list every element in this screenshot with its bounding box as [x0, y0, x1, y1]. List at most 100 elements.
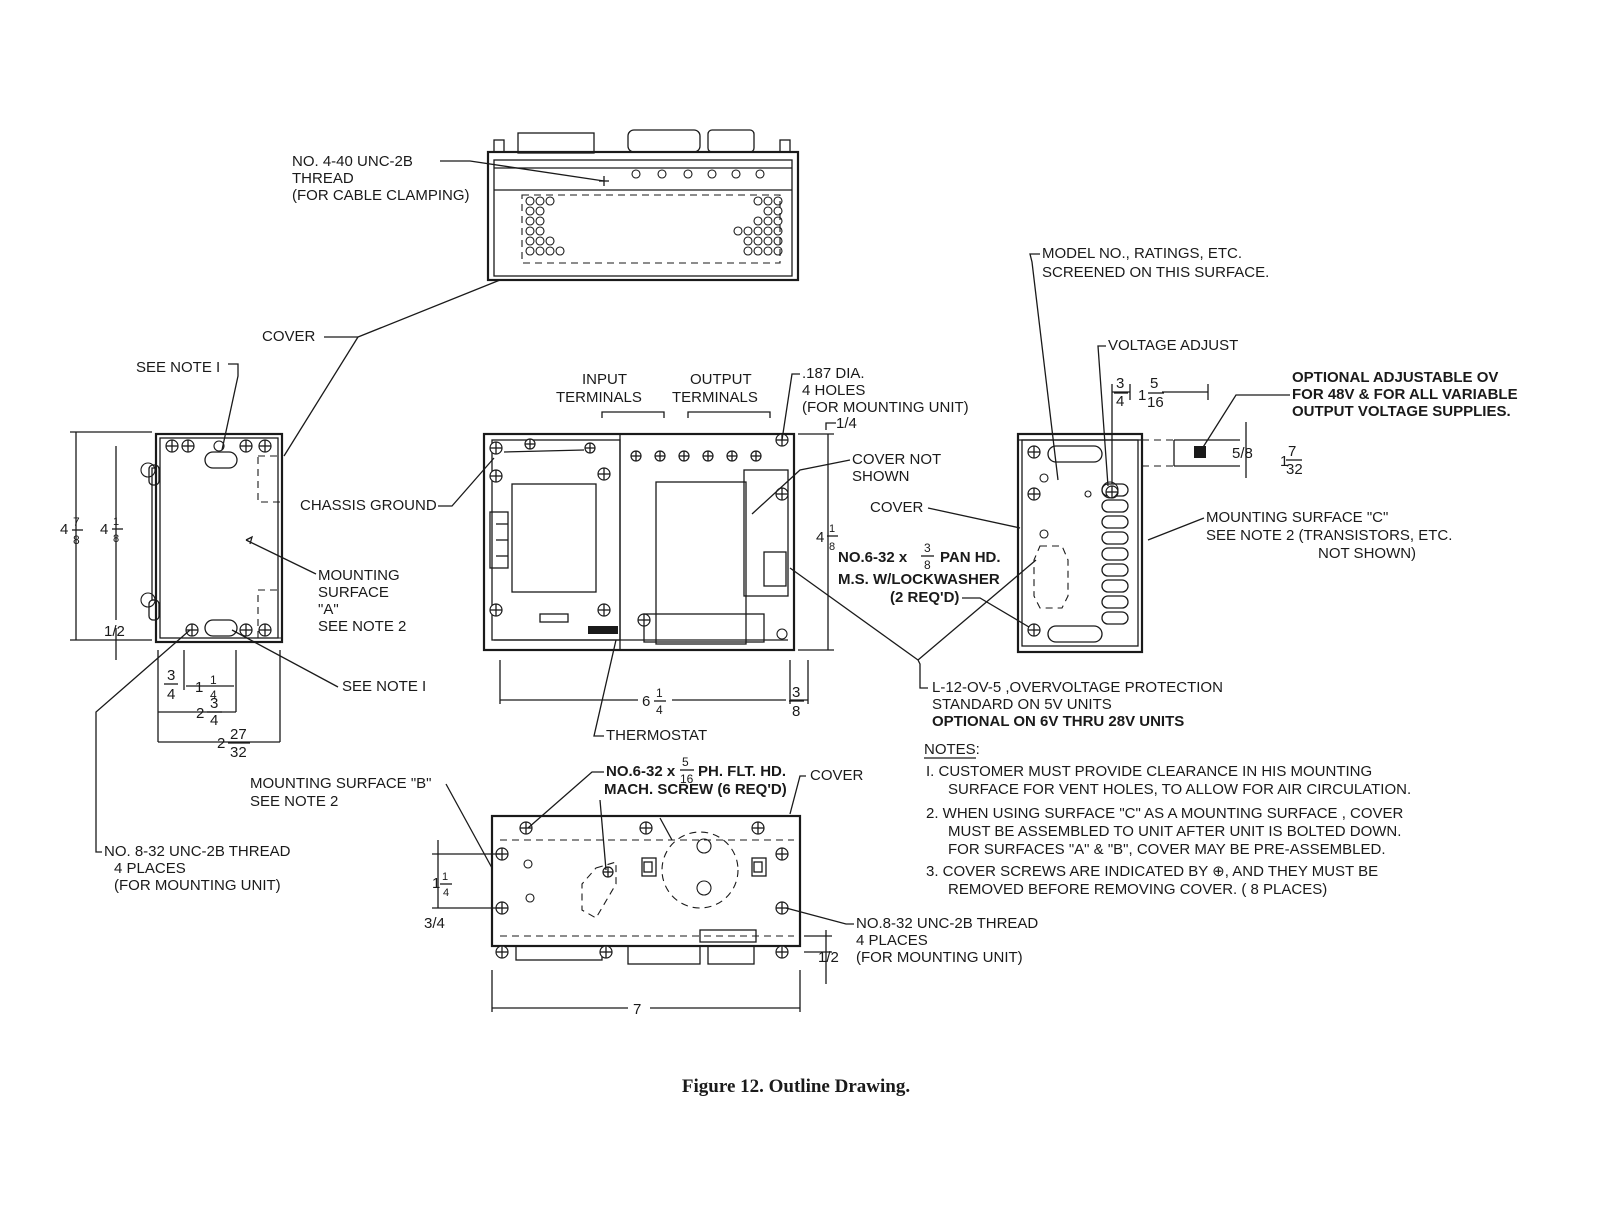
right-view: MODEL NO., RATINGS, ETC. SCREENED ON THI… [1016, 245, 1518, 654]
connector [707, 129, 755, 153]
output-terminals-1: OUTPUT [690, 371, 752, 388]
leader [1147, 517, 1205, 541]
dim-half-left: 1/2 [104, 623, 125, 640]
leader [231, 629, 339, 688]
screw-note-num: 3 [924, 541, 931, 555]
dim-2-27-32-num: 27 [230, 726, 247, 743]
leader [527, 771, 604, 829]
screw-note-2: PAN HD. [940, 549, 1001, 566]
note-line-2: SURFACE FOR VENT HOLES, TO ALLOW FOR AIR… [948, 781, 1411, 798]
leader [789, 567, 919, 661]
leader [1199, 394, 1290, 453]
leader [95, 629, 191, 853]
output-terminals-2: TERMINALS [672, 389, 758, 406]
dim-3-4-right-num: 3 [1116, 375, 1124, 392]
left-view-body [154, 432, 284, 644]
leader [751, 459, 851, 515]
bottom-screw-note-1: NO.6-32 x [606, 763, 676, 780]
mounting-surface-a-3: "A" [318, 601, 339, 618]
mounting-surface-a-4: SEE NOTE 2 [318, 618, 406, 635]
dim-1-7-32-num: 7 [1288, 443, 1296, 460]
slot [1047, 445, 1103, 463]
dim-1-1-4-bottom-whole: 1 [432, 875, 440, 892]
cover-not-shown-1: COVER NOT [852, 451, 941, 468]
bottom-screw-note-3: MACH. SCREW (6 REQ'D) [604, 781, 787, 798]
dim-2-27-32-den: 32 [230, 744, 247, 761]
cover-label-bottom: COVER [810, 767, 864, 784]
dim-half-bottom: 1/2 [818, 949, 839, 966]
optional-ov-2: FOR 48V & FOR ALL VARIABLE [1292, 386, 1518, 403]
dim-1-1-4-bottom-num: 1 [442, 871, 448, 883]
dim-1-1-4-den: 4 [210, 688, 217, 702]
bottom-view: NO.6-32 x 5 16 PH. FLT. HD. MACH. SCREW … [424, 755, 1038, 1018]
mounting-surface-b-1: MOUNTING SURFACE "B" [250, 775, 432, 792]
dim-1-1-4-bottom-den: 4 [443, 887, 449, 899]
connector [627, 129, 701, 153]
screw-note-den: 8 [924, 558, 931, 572]
mounting-surface-a-2: SURFACE [318, 584, 389, 601]
bottom-view-body [490, 814, 802, 948]
dim-height-inner-num: 1 [113, 516, 119, 528]
transformer [511, 483, 597, 593]
front-view-body [482, 432, 796, 652]
leader [221, 363, 239, 451]
voltage-adjust: VOLTAGE ADJUST [1108, 337, 1238, 354]
dim-height-front-den: 8 [829, 541, 835, 553]
note-line-5: FOR SURFACES "A" & "B", COVER MAY BE PRE… [948, 841, 1386, 858]
left-thread-note-2: 4 PLACES [114, 860, 186, 877]
cover-label-front: COVER [870, 499, 924, 516]
slot [204, 451, 238, 469]
dim-height-outer-den: 8 [73, 533, 80, 547]
slot [204, 619, 238, 637]
note-line-7: REMOVED BEFORE REMOVING COVER. ( 8 PLACE… [948, 881, 1327, 898]
dim-height-outer-num: 7 [73, 515, 80, 529]
dim-2-3-4-den: 4 [210, 712, 218, 729]
dim-1-1-4-whole: 1 [195, 679, 203, 696]
dim-width-front-whole: 6 [642, 693, 650, 710]
vent-holes-left [525, 196, 565, 256]
dim-1-5-16-whole: 1 [1138, 387, 1146, 404]
holes-note-1: .187 DIA. [802, 365, 865, 382]
thermostat-label: THERMOSTAT [606, 727, 707, 744]
capacitor [655, 481, 747, 645]
optional-ov-3: OUTPUT VOLTAGE SUPPLIES. [1292, 403, 1511, 420]
mounting-surface-c-2: SEE NOTE 2 (TRANSISTORS, ETC. [1206, 527, 1452, 544]
dim-width-front-den: 4 [656, 703, 663, 717]
bottom-screw-note-2: PH. FLT. HD. [698, 763, 786, 780]
slot [1047, 625, 1103, 643]
optional-ov-1: OPTIONAL ADJUSTABLE OV [1292, 369, 1498, 386]
figure-caption: Figure 12. Outline Drawing. [682, 1076, 910, 1097]
connector [517, 132, 595, 154]
bottom-thread-note-3: (FOR MOUNTING UNIT) [856, 949, 1023, 966]
vent-outline [521, 194, 781, 264]
dim-2-3-4-whole: 2 [196, 705, 204, 722]
holes-note-3: (FOR MOUNTING UNIT) [802, 399, 969, 416]
left-view: SEE NOTE I CHASSIS GROUND MOUNTING SURFA… [60, 359, 495, 894]
note-line-4: MUST BE ASSEMBLED TO UNIT AFTER UNIT IS … [948, 823, 1401, 840]
leader [283, 336, 359, 457]
leader [927, 507, 1021, 529]
note-line-6: 3. COVER SCREWS ARE INDICATED BY ⊕, AND … [926, 863, 1378, 880]
see-note1-top: SEE NOTE I [136, 359, 220, 376]
output-terminal-row [630, 450, 762, 462]
vent-slots [1101, 483, 1129, 625]
mounting-surface-c-1: MOUNTING SURFACE "C" [1206, 509, 1388, 526]
holes-note-2: 4 HOLES [802, 382, 865, 399]
leader [599, 799, 607, 871]
ovp-note-1: L-12-OV-5 ,OVERVOLTAGE PROTECTION [932, 679, 1223, 696]
model-note-2: SCREENED ON THIS SURFACE. [1042, 264, 1269, 281]
leader [785, 907, 854, 925]
dim-width-bottom: 7 [633, 1001, 641, 1018]
dim-2-27-32-whole: 2 [217, 735, 225, 752]
mounting-surface-c-3: NOT SHOWN) [1318, 545, 1416, 562]
leader [438, 457, 495, 507]
ovp-note-3: OPTIONAL ON 6V THRU 28V UNITS [932, 713, 1184, 730]
dim-1-5-16-num: 5 [1150, 375, 1158, 392]
leader [440, 160, 605, 182]
top-terminal-row [631, 169, 765, 179]
voltage-adjust-knob [1101, 481, 1119, 499]
ovp-note-2: STANDARD ON 5V UNITS [932, 696, 1112, 713]
dim-height-front-whole: 4 [816, 529, 824, 546]
dim-width-front-num: 1 [656, 686, 663, 700]
